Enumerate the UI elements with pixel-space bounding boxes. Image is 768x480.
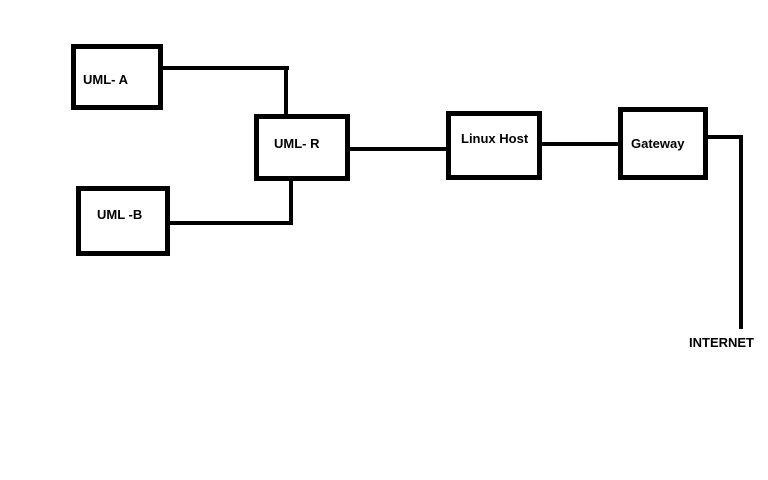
node-uml-r-label: UML- R bbox=[274, 136, 320, 151]
node-uml-a-label: UML- A bbox=[83, 71, 129, 87]
node-uml-b: UML -B bbox=[76, 186, 170, 256]
internet-label: INTERNET bbox=[689, 335, 754, 350]
node-uml-a: UML- A bbox=[71, 44, 163, 110]
node-linux-host: Linux Host bbox=[446, 111, 542, 180]
node-linux-host-label: Linux Host bbox=[461, 131, 529, 146]
connector-uml-b-to-uml-r-horizontal bbox=[170, 221, 293, 225]
node-uml-b-label: UML -B bbox=[97, 206, 143, 222]
connector-gateway-to-internet-vertical bbox=[739, 135, 743, 329]
node-uml-r: UML- R bbox=[254, 114, 350, 181]
connector-uml-a-to-uml-r-vertical bbox=[284, 66, 288, 114]
connector-uml-a-to-uml-r-horizontal bbox=[163, 66, 289, 70]
connector-uml-r-to-linux-host bbox=[347, 147, 446, 151]
node-gateway-label: Gateway bbox=[631, 136, 685, 151]
connector-gateway-to-internet-horizontal bbox=[708, 135, 743, 139]
node-gateway: Gateway bbox=[618, 107, 708, 180]
connector-linux-host-to-gateway bbox=[542, 142, 618, 146]
connector-uml-b-to-uml-r-vertical bbox=[289, 181, 293, 225]
